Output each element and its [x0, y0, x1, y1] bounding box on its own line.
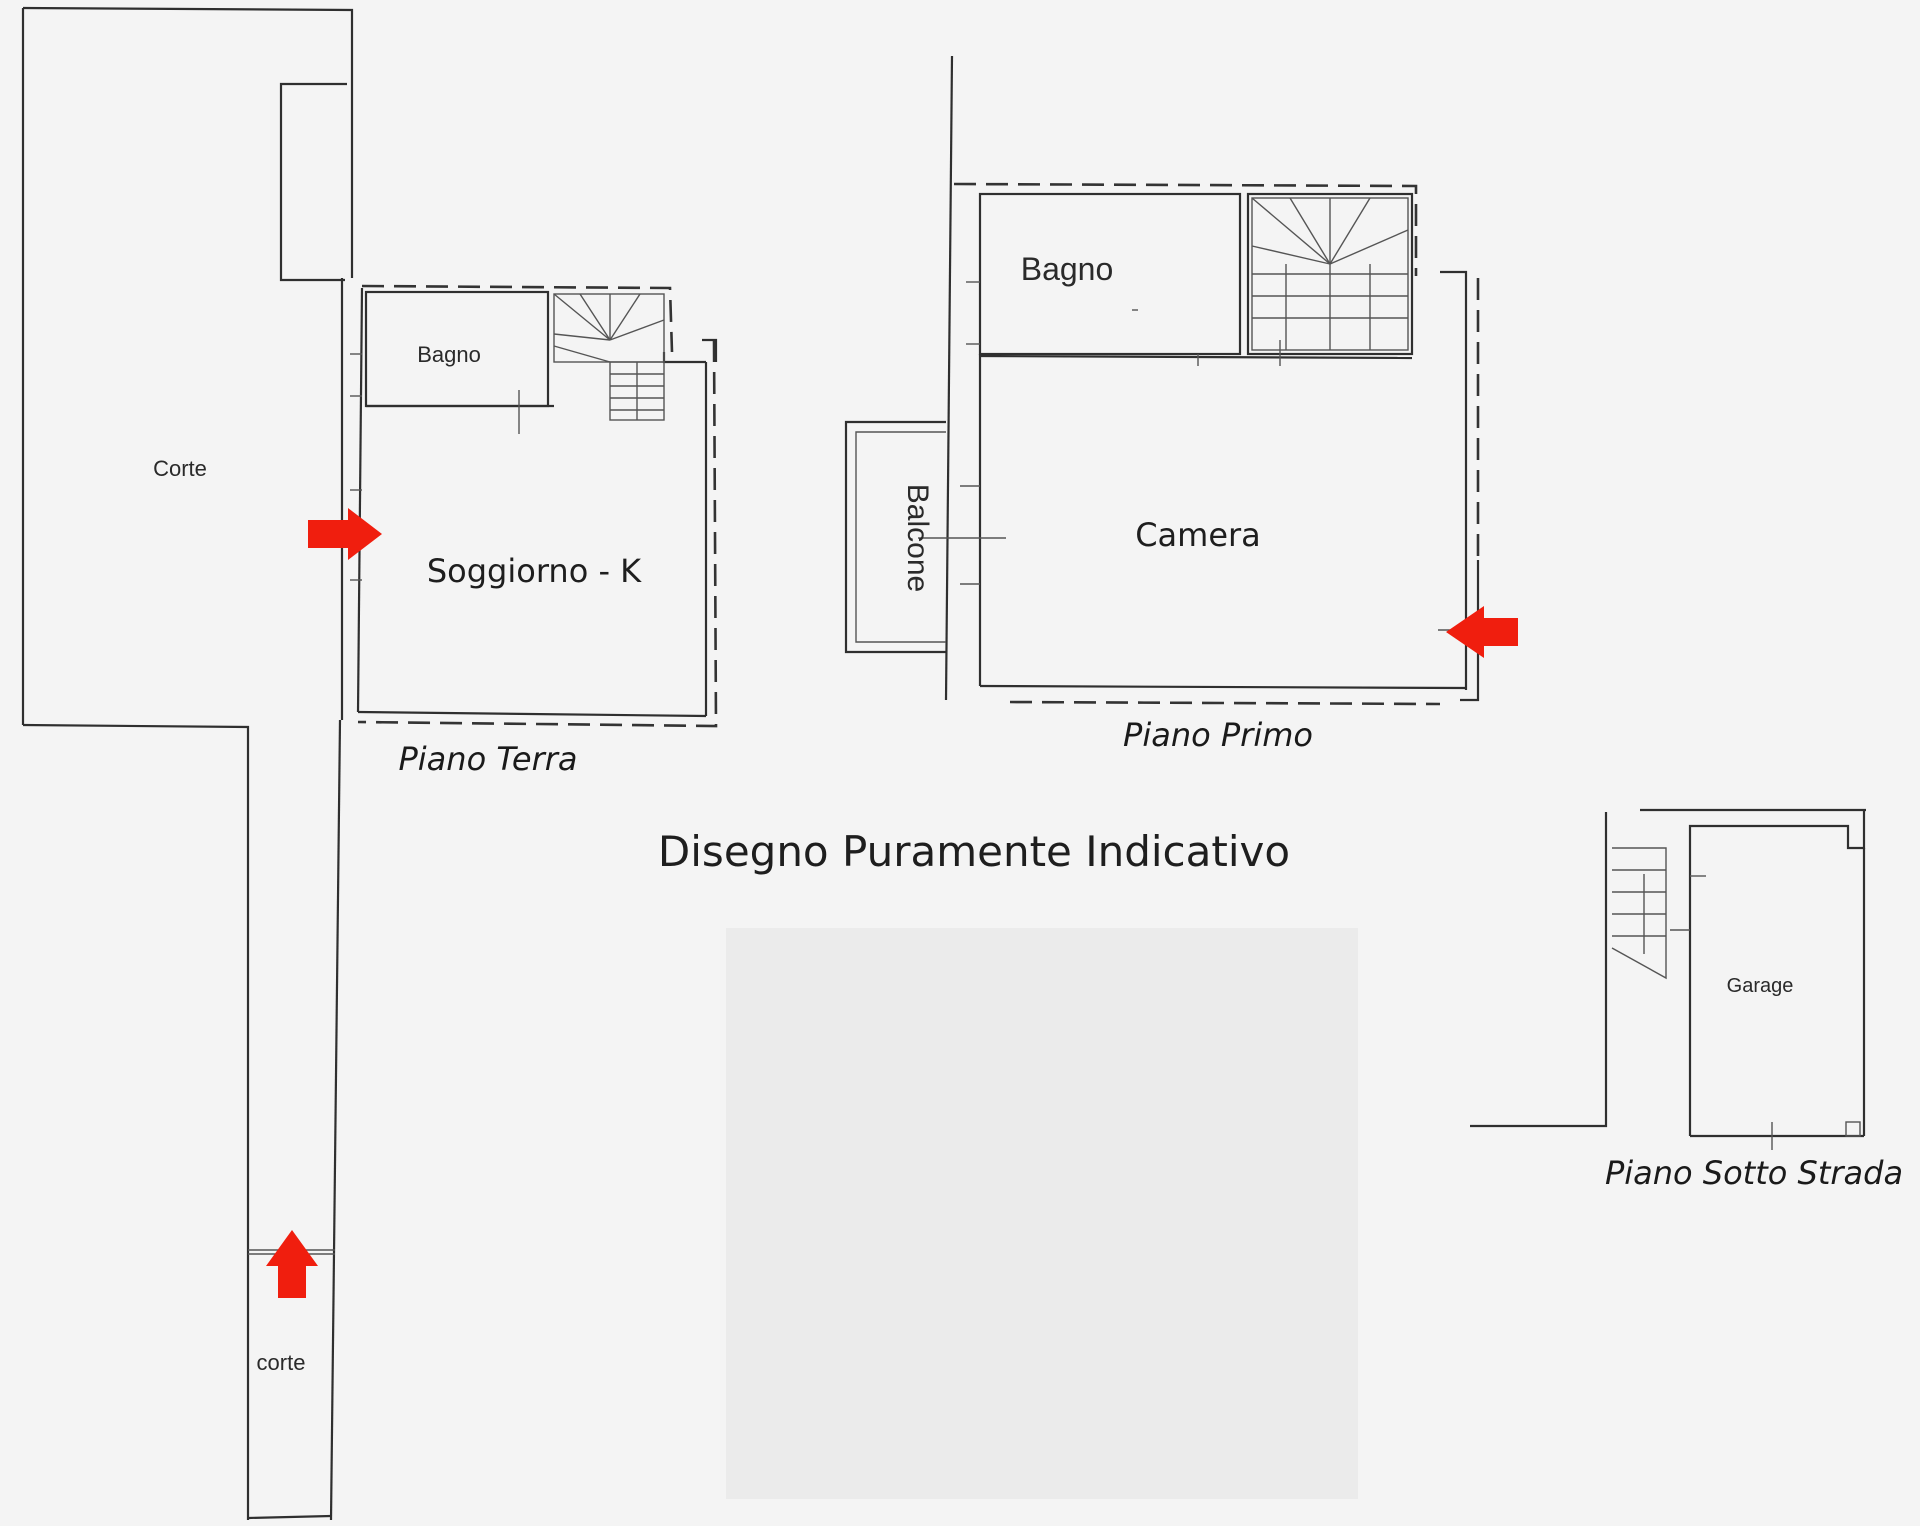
piano-primo-plan [844, 55, 1480, 706]
floor-label-primo: Piano Primo [1123, 716, 1313, 754]
room-label-garage: Garage [1727, 975, 1794, 997]
room-label-corte-lower: corte [257, 1350, 306, 1375]
stair-icon [553, 293, 665, 421]
blank-panel [726, 928, 1358, 1499]
room-label-bagno-terra: Bagno [417, 342, 481, 367]
entrance-arrow-icon [308, 508, 382, 560]
disclaimer-title: Disegno Puramente Indicativo [658, 827, 1290, 876]
entrance-arrow-icon [1446, 606, 1518, 658]
room-label-soggiorno: Soggiorno - K [427, 552, 642, 590]
piano-terra-plan [350, 284, 718, 728]
piano-sotto-strada-plan [1470, 808, 1866, 1150]
room-label-balcone: Balcone [901, 484, 934, 592]
corte-outline [21, 6, 354, 1521]
stair-icon [1251, 197, 1409, 351]
room-label-bagno-primo: Bagno [1021, 251, 1114, 287]
balcone-outline [844, 420, 946, 654]
room-label-corte: Corte [153, 456, 207, 481]
room-label-camera: Camera [1135, 516, 1261, 554]
floor-label-sotto-strada: Piano Sotto Strada [1605, 1154, 1903, 1192]
entrance-arrow-icon [266, 1230, 318, 1298]
floor-label-terra: Piano Terra [398, 740, 577, 778]
